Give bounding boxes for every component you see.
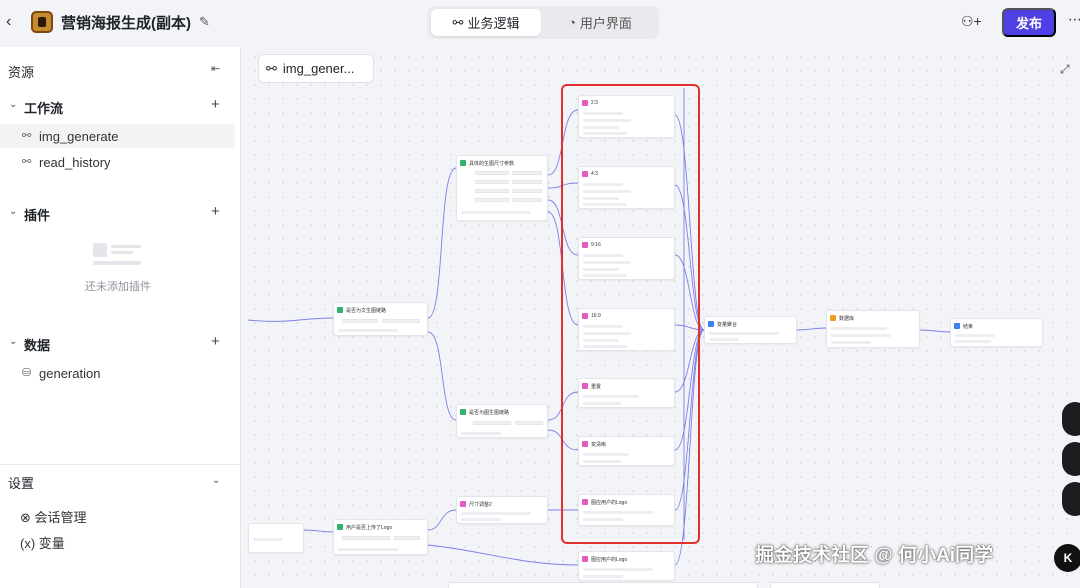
palette-icon: ◔ xyxy=(568,15,576,30)
settings-item-session[interactable]: ⊗ 会话管理 xyxy=(20,507,87,526)
node-sharpen[interactable]: 变清晰 xyxy=(578,436,675,466)
node-title: 9:16 xyxy=(591,242,601,248)
publish-button[interactable]: 发布 xyxy=(1002,8,1056,37)
node-condition-text2img[interactable]: 是否为文生图链路 xyxy=(333,302,428,336)
database-icon: ⛁ xyxy=(22,367,32,379)
workflow-icon: ⚯ xyxy=(452,14,464,30)
node-title: 图应用户的Logo xyxy=(591,556,628,563)
canvas-tab-img-generate[interactable]: ⚯ img_gener... xyxy=(258,54,374,83)
node-title: 重置 xyxy=(591,383,602,390)
node-condition-img2img[interactable]: 是否为图生图链路 xyxy=(456,404,548,438)
canvas-toolbar xyxy=(448,582,758,588)
node-title: 结束 xyxy=(963,323,974,330)
workflow-icon: ⚯ xyxy=(22,156,32,168)
node-size-params[interactable]: 具体的生图尺寸参数 xyxy=(456,155,548,221)
node-ratio-9-16[interactable]: 9:16 xyxy=(578,237,675,280)
tab-label: 业务逻辑 xyxy=(467,16,520,31)
node-variable-aggregate[interactable]: 变量聚合 xyxy=(704,316,797,344)
tab-label: 用户界面 xyxy=(579,16,632,31)
node-title: 图应用户的Logo xyxy=(591,499,628,506)
node-end[interactable]: 结束 xyxy=(950,318,1043,347)
floating-button-3[interactable] xyxy=(1062,482,1080,516)
empty-illustration xyxy=(93,243,143,267)
node-resize-2[interactable]: 尺寸调整2 xyxy=(456,496,548,524)
node-apply-logo[interactable]: 图应用户的Logo xyxy=(578,494,675,526)
workflow-icon: ⚯ xyxy=(266,60,277,76)
session-icon: ⊗ xyxy=(20,510,31,525)
node-apply-logo-2[interactable]: 图应用户的Logo xyxy=(578,551,675,581)
node-title: 4:3 xyxy=(591,171,598,177)
node-title: 是否为文生图链路 xyxy=(346,307,387,314)
sidebar-divider xyxy=(0,464,240,465)
section-label: 工作流 xyxy=(24,101,64,116)
chevron-down-icon: ⌄ xyxy=(9,206,18,217)
node-title: 具体的生图尺寸参数 xyxy=(469,160,515,167)
section-label: 插件 xyxy=(24,208,51,223)
node-title: 是否为图生图链路 xyxy=(469,409,510,416)
variable-icon: (x) xyxy=(20,536,36,551)
add-plugin-icon[interactable]: + xyxy=(211,203,220,220)
tab-user-interface[interactable]: ◔ 用户界面 xyxy=(545,9,655,36)
add-workflow-icon[interactable]: + xyxy=(211,96,220,113)
app-logo xyxy=(31,11,53,33)
chevron-down-icon: ⌄ xyxy=(9,336,18,347)
highlight-box xyxy=(561,84,700,544)
sidebar-title: 资源 xyxy=(8,65,35,80)
resource-sidebar: 资源 ⇤ ⌄ 工作流 + ⚯ img_generate ⚯ read_histo… xyxy=(0,47,241,588)
watermark-logo: K xyxy=(1054,544,1080,572)
watermark-text: 掘金技术社区 @ 何小Ai同学 xyxy=(755,545,994,566)
node-title: 变清晰 xyxy=(591,441,607,448)
node-title: 数据库 xyxy=(839,315,855,322)
node-partial[interactable] xyxy=(248,523,304,553)
section-data[interactable]: ⌄ 数据 + xyxy=(0,333,240,355)
node-title: 用户是否上传了Logo xyxy=(346,524,393,531)
sidebar-item-read-history[interactable]: ⚯ read_history xyxy=(0,150,235,174)
settings-title[interactable]: 设置 xyxy=(8,476,35,491)
workflow-icon: ⚯ xyxy=(22,130,32,142)
floating-button-1[interactable] xyxy=(1062,402,1080,436)
pencil-icon[interactable]: ✎ xyxy=(199,14,210,29)
more-icon[interactable]: ⋯ xyxy=(1068,11,1080,27)
node-ratio-2-3[interactable]: 2:3 xyxy=(578,95,675,138)
section-workflow[interactable]: ⌄ 工作流 + xyxy=(0,96,240,118)
section-plugins[interactable]: ⌄ 插件 + xyxy=(0,203,240,225)
chevron-down-icon: ⌄ xyxy=(9,99,18,110)
top-bar: ‹ 营销海报生成(副本) ✎ ⚯ 业务逻辑 ◔ 用户界面 ⚇+ 发布 ⋯ xyxy=(0,0,1080,46)
sidebar-item-label: img_generate xyxy=(39,129,119,144)
floating-button-2[interactable] xyxy=(1062,442,1080,476)
settings-item-variables[interactable]: (x) 变量 xyxy=(20,533,65,552)
settings-item-label: 会话管理 xyxy=(34,510,87,525)
node-title: 16:9 xyxy=(591,313,601,319)
canvas-tab-label: img_gener... xyxy=(282,61,355,76)
sidebar-item-generation[interactable]: ⛁ generation xyxy=(0,361,235,385)
collapse-sidebar-icon[interactable]: ⇤ xyxy=(211,63,221,75)
node-reset[interactable]: 重置 xyxy=(578,378,675,408)
node-database[interactable]: 数据库 xyxy=(826,310,920,348)
chevron-left-icon[interactable]: ‹ xyxy=(6,13,12,30)
fullscreen-icon[interactable]: ⤢ xyxy=(1060,62,1070,76)
node-title: 尺寸调整2 xyxy=(469,501,492,508)
tab-business-logic[interactable]: ⚯ 业务逻辑 xyxy=(431,9,541,36)
node-title: 2:3 xyxy=(591,100,598,106)
canvas-toolbar-2 xyxy=(770,582,880,588)
node-logo-uploaded[interactable]: 用户是否上传了Logo xyxy=(333,519,428,555)
node-ratio-4-3[interactable]: 4:3 xyxy=(578,166,675,209)
node-title: 变量聚合 xyxy=(717,321,738,328)
add-data-icon[interactable]: + xyxy=(211,333,220,350)
empty-plugins-text: 还未添加插件 xyxy=(85,281,151,293)
view-switcher: ⚯ 业务逻辑 ◔ 用户界面 xyxy=(427,6,659,39)
settings-item-label: 变量 xyxy=(38,536,65,551)
sidebar-item-label: read_history xyxy=(39,155,111,170)
node-ratio-16-9[interactable]: 16:9 xyxy=(578,308,675,351)
sidebar-item-img-generate[interactable]: ⚯ img_generate xyxy=(0,124,235,148)
section-label: 数据 xyxy=(24,338,51,353)
app-title: 营销海报生成(副本) xyxy=(61,15,191,32)
sidebar-item-label: generation xyxy=(39,366,101,381)
add-collaborator-icon[interactable]: ⚇+ xyxy=(961,13,982,29)
chevron-down-icon[interactable]: ⌄ xyxy=(212,475,221,486)
